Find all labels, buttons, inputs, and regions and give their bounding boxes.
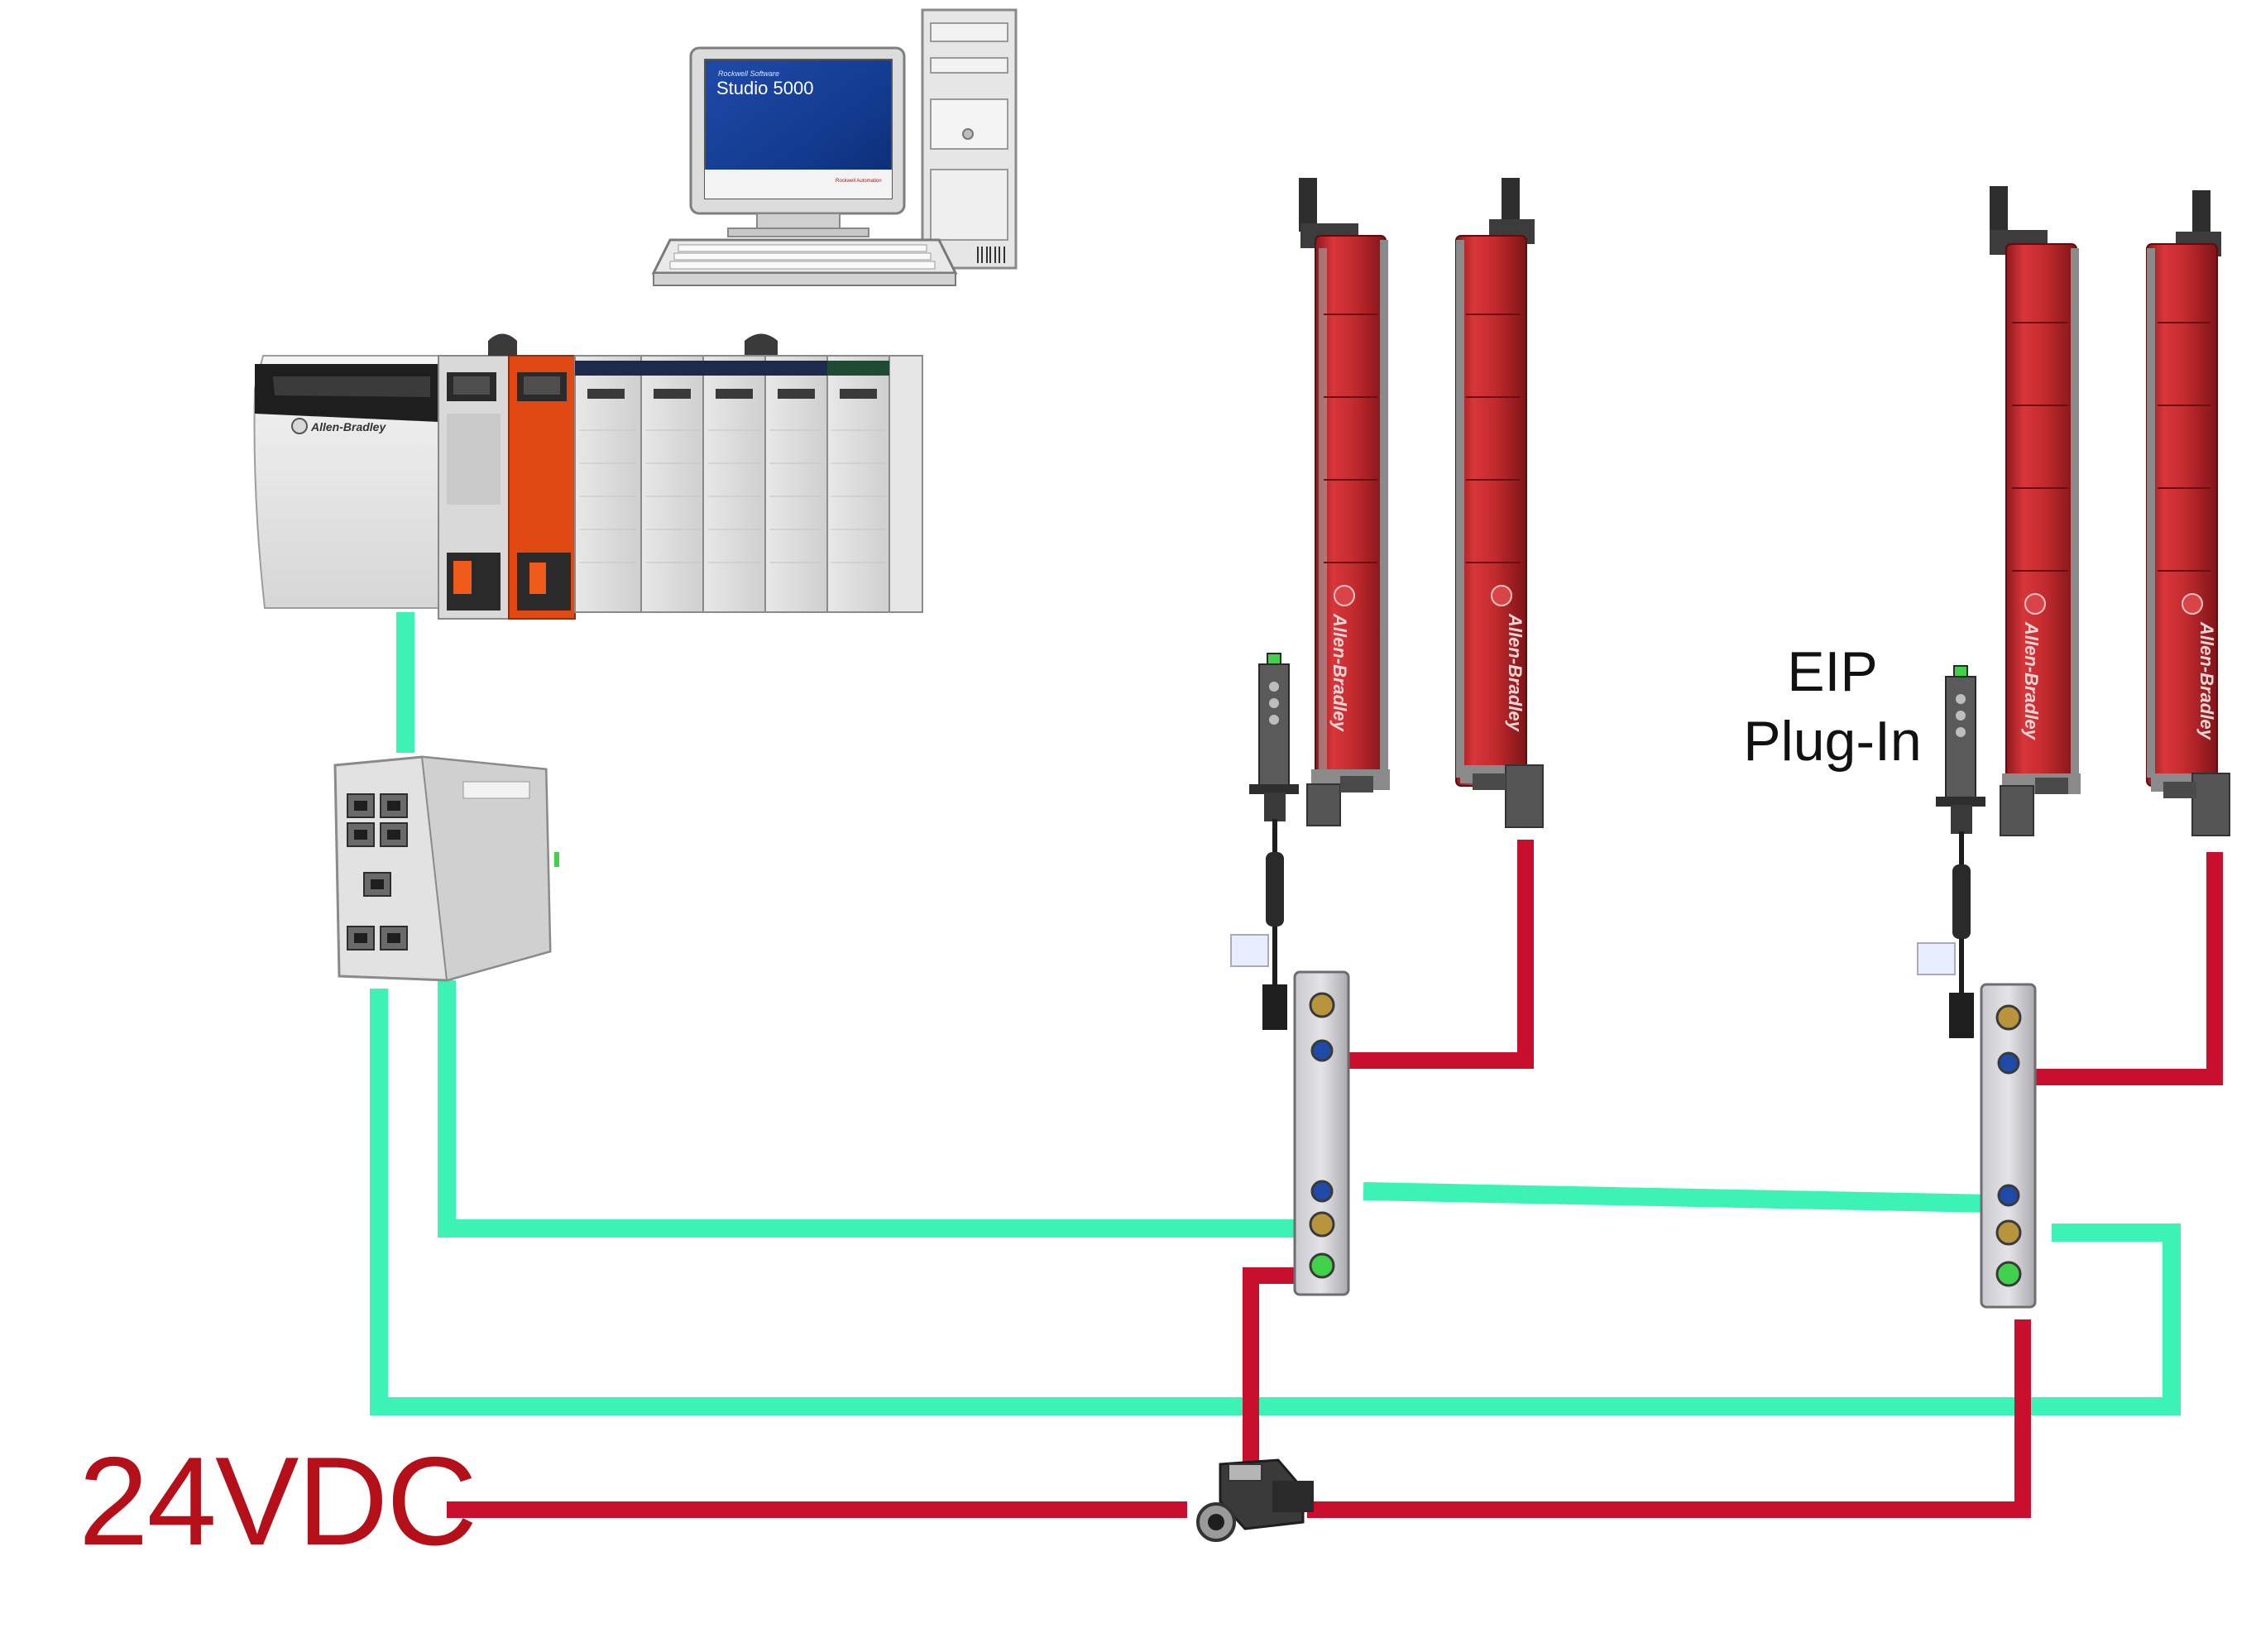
power-cables [447, 840, 2223, 1518]
light-curtain-1: Allen-Bradley [1299, 178, 1390, 826]
ethernet-cable-switch-io1 [438, 980, 1295, 1238]
eip-label-line1: EIP [1787, 640, 1878, 703]
light-curtain-4-brand: Allen-Bradley [2196, 621, 2217, 741]
ethernet-cables [370, 612, 2181, 1415]
io-block-1 [1293, 970, 1350, 1296]
splash-brand: Rockwell Software [718, 69, 779, 78]
workstation: Rockwell Software Studio 5000 Rockwell A… [651, 8, 1018, 286]
ethernet-cable-io1-io2 [1363, 1182, 1990, 1213]
power-cable-tee-io1 [1243, 1267, 1307, 1481]
power-supply-label: 24VDC [79, 1431, 477, 1572]
power-cable-tee-io2 [1307, 1319, 2031, 1518]
pc-tower [921, 8, 1018, 270]
io-block-2 [1980, 983, 2037, 1309]
io-module-slots [574, 355, 923, 613]
light-curtain-4: Allen-Bradley [2146, 190, 2230, 836]
eip-plugin-label: EIP Plug-In [1729, 637, 1936, 776]
allen-bradley-badge: Allen-Bradley [291, 418, 386, 434]
pc-monitor: Rockwell Software Studio 5000 Rockwell A… [689, 46, 906, 237]
light-curtain-3: Allen-Bradley [1990, 186, 2081, 836]
light-curtain-2: Allen-Bradley [1455, 178, 1544, 828]
eip-plugin-1 [1230, 653, 1299, 1030]
power-tee-connector [1196, 1458, 1314, 1542]
barcode-icon [977, 247, 1005, 263]
controller-chassis: Allen-Bradley [253, 333, 923, 620]
splash-title: Studio 5000 [716, 78, 813, 98]
eip-label-line2: Plug-In [1743, 710, 1922, 773]
light-curtain-1-brand: Allen-Bradley [1329, 613, 1350, 733]
power-cable-curtain4-io2 [2031, 852, 2223, 1085]
keyboard [651, 238, 958, 286]
ethernet-switch [333, 755, 559, 982]
eip-plugin-2 [1917, 665, 1985, 1038]
ethernet-cable-ring-return [370, 989, 2181, 1415]
chassis-brand: Allen-Bradley [310, 420, 386, 433]
light-curtain-2-brand: Allen-Bradley [1505, 613, 1526, 733]
power-cable-curtain2-io1 [1344, 840, 1534, 1069]
light-curtain-3-brand: Allen-Bradley [2021, 621, 2042, 741]
splash-footer: Rockwell Automation [836, 179, 882, 184]
